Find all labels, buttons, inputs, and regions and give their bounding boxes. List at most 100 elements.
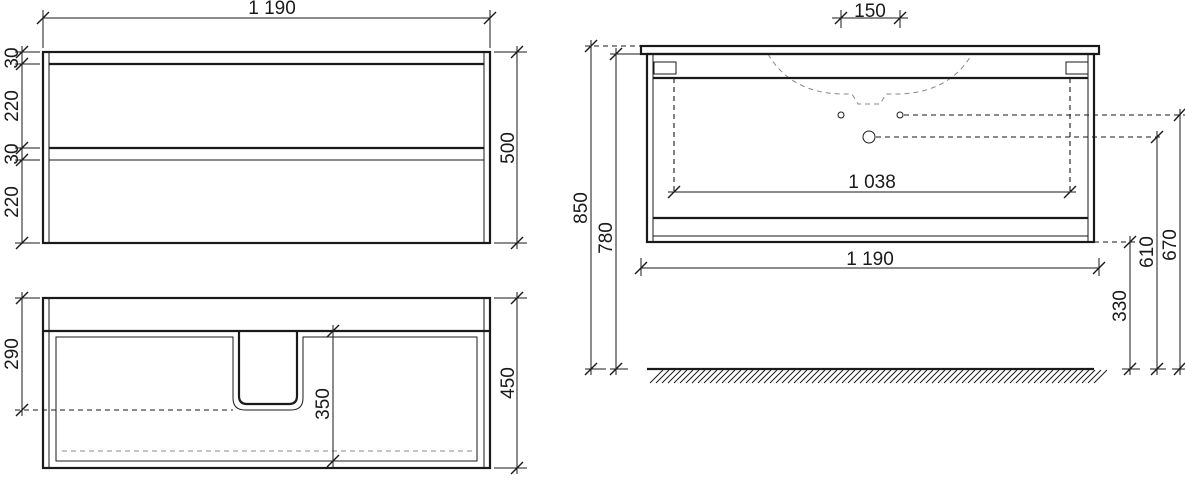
floor-hatch-line [739,369,754,384]
floor-hatch-line [823,369,838,384]
floor-hatch-line [1039,369,1054,384]
floor-hatch-line [805,369,820,384]
floor-hatch-line [901,369,916,384]
floor-hatch-line [919,369,934,384]
floor-hatch-line [955,369,970,384]
side-view: 150 1 038 1 190 850 [571,1,1185,384]
floor-hatch-line [655,369,670,384]
front-height-label: 500 [498,132,519,164]
front-height-dimension: 500 [494,45,527,250]
floor-hatch-line [1087,369,1102,384]
side-inner-width-label: 1 038 [848,172,896,193]
floor-hatch-line [799,369,814,384]
floor-hatch-line [1003,369,1018,384]
floor-hatch-line [1093,369,1108,384]
floor-hatch-line [769,369,784,384]
floor-hatch-line [721,369,736,384]
floor-hatch-line [733,369,748,384]
floor-hatch-line [1015,369,1030,384]
floor-hatch-line [649,369,664,384]
top-depth-dimension: 450 [494,291,527,475]
floor-hatch-line [979,369,994,384]
floor-hatch-line [967,369,982,384]
floor-hatch-line [853,369,868,384]
floor-hatch-line [925,369,940,384]
top-depth-to-cutout-dimension: 290 [2,291,233,417]
floor-hatch-line [1063,369,1078,384]
floor-hatch-line [697,369,712,384]
side-inner-width-dimension: 1 038 [667,172,1077,199]
top-view-drawer-inner [55,336,478,462]
floor-hatch-line [961,369,976,384]
floor-hatch-line [889,369,904,384]
side-width-dimension: 1 190 [634,249,1106,276]
top-view-u-cutout [237,331,299,406]
side-cabinet-body [645,52,1096,244]
floor-hatch-line [985,369,1000,384]
floor-hatch-line [787,369,802,384]
floor-hatch-line [679,369,694,384]
floor-hatch-line [1057,369,1072,384]
floor-hatch-line [973,369,988,384]
floor-hatch-line [877,369,892,384]
side-hole-spacing-label: 150 [854,1,886,22]
top-depth-to-cutout-label: 290 [2,338,23,370]
floor-hatch-line [703,369,718,384]
floor-hatch-line [937,369,952,384]
top-cutout-depth-dimension: 350 [313,324,340,468]
side-total-height-dimension: 850 [571,39,641,376]
floor-hatch-line [865,369,880,384]
front-drawer1-label: 220 [2,90,23,122]
floor-hatch-line [871,369,886,384]
floor-hatch-line [1075,369,1090,384]
side-total-height-label: 850 [571,192,592,224]
floor-hatch-line [835,369,850,384]
front-middle-gap-label: 30 [2,143,23,164]
floor-hatch-line [997,369,1012,384]
floor-hatch-line [1081,369,1096,384]
floor-hatch-line [763,369,778,384]
floor-hatch-line [1027,369,1042,384]
front-drawer2-label: 220 [2,186,23,218]
floor-hatch-line [907,369,922,384]
floor-hatch-line [883,369,898,384]
side-water-inlet-right [896,111,904,119]
floor-hatch-line [943,369,958,384]
top-depth-label: 450 [498,367,519,399]
top-cutout-depth-label: 350 [313,388,334,420]
side-mount-height-label: 780 [596,222,617,254]
floor-hatch-line [673,369,688,384]
floor-hatch-line [661,369,676,384]
side-height-670-label: 670 [1160,229,1181,261]
side-height-330-dimension: 330 [1094,235,1140,376]
side-width-label: 1 190 [846,249,894,270]
floor-hatch-line [685,369,700,384]
floor-hatch-line [829,369,844,384]
floor-hatch-line [991,369,1006,384]
side-floor-hatch [647,367,1108,384]
front-width-dimension: 1 190 [36,0,497,48]
floor-hatch-line [847,369,862,384]
floor-hatch-line [1051,369,1066,384]
floor-hatch-line [1021,369,1036,384]
floor-hatch-line [1069,369,1084,384]
floor-hatch-line [757,369,772,384]
floor-hatch-line [913,369,928,384]
floor-hatch-line [949,369,964,384]
floor-hatch-line [931,369,946,384]
floor-hatch-line [1033,369,1048,384]
side-countertop [639,44,1101,56]
side-height-670-dimension: 670 [1160,108,1185,376]
floor-hatch-line [727,369,742,384]
floor-hatch-line [715,369,730,384]
floor-hatch-line [745,369,760,384]
front-view: 1 190 30 220 30 220 500 [2,0,527,250]
floor-hatch-line [841,369,856,384]
floor-hatch-line [667,369,682,384]
front-left-dimension-chain: 30 220 30 220 [2,45,40,250]
top-view-outline [41,296,492,470]
side-mount-height-dimension: 780 [596,47,647,376]
floor-hatch-line [811,369,826,384]
side-hole-spacing-dimension: 150 [832,1,908,28]
